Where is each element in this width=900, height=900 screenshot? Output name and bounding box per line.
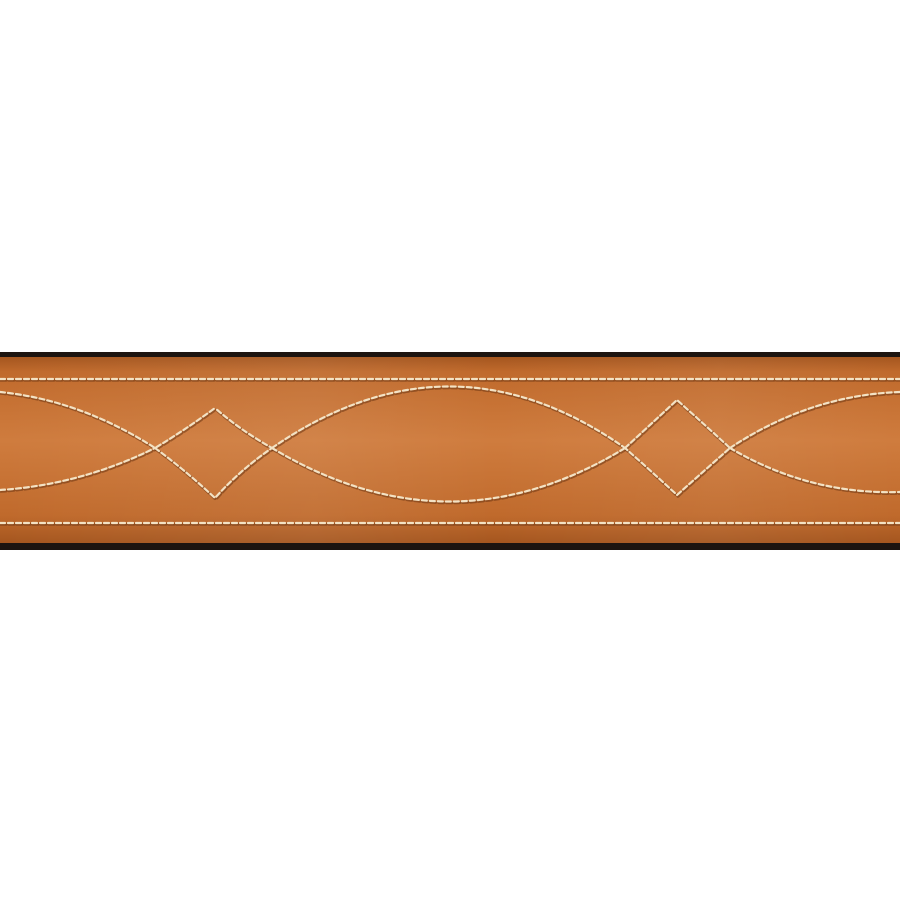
stitching xyxy=(0,377,900,525)
strap-sheen xyxy=(0,357,900,543)
stitch-curve-upper-right-shadow xyxy=(729,391,900,451)
stitch-curve-lower-right xyxy=(728,446,900,494)
stitch-curve-upper-left xyxy=(0,390,217,450)
stitch-lens-lower-shadow xyxy=(271,447,628,505)
stitch-curve-upper-right xyxy=(728,390,900,450)
stitch-diamond-right xyxy=(623,398,732,497)
stitch-lens-upper xyxy=(270,385,627,450)
stitch-lens-lower xyxy=(270,446,627,503)
stitch-curve-lower-left xyxy=(0,446,157,492)
stitch-diamond-left-lower xyxy=(153,406,275,500)
stitch-curve-lower-left-shadow xyxy=(0,447,158,493)
